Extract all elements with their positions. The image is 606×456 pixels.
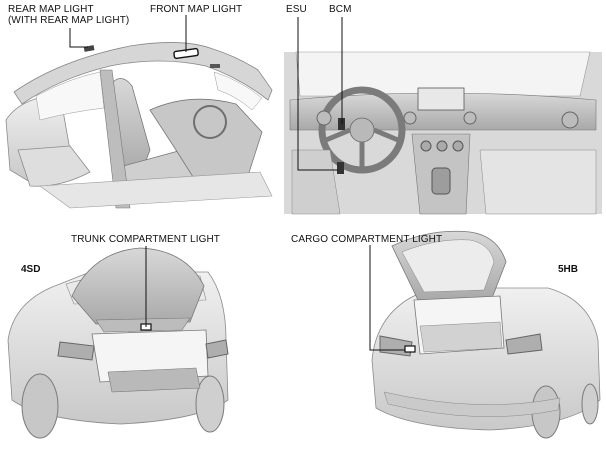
- leader-cargo-compartment-light: [369, 245, 405, 351]
- front-map-light-label: FRONT MAP LIGHT: [150, 4, 243, 15]
- cabin-interior-illustration: [5, 42, 273, 209]
- trunk-compartment-light-label: TRUNK COMPARTMENT LIGHT: [71, 234, 220, 245]
- sedan-rear-illustration: [7, 247, 229, 439]
- rear-map-light-title: REAR MAP LIGHT: [8, 4, 94, 15]
- leader-esu: [297, 17, 338, 171]
- leader-rear-map-light: [69, 28, 88, 48]
- sedan-tag: 4SD: [21, 264, 41, 275]
- bcm-label: BCM: [329, 4, 352, 15]
- rear-map-light-label: REAR MAP LIGHT (WITH REAR MAP LIGHT): [8, 4, 129, 26]
- leader-lines: [69, 15, 405, 351]
- rear-map-light-note: (WITH REAR MAP LIGHT): [8, 15, 130, 26]
- hatchback-rear-illustration: [371, 230, 601, 439]
- cargo-compartment-light-label: CARGO COMPARTMENT LIGHT: [291, 234, 443, 245]
- hatchback-tag: 5HB: [558, 264, 579, 275]
- esu-label: ESU: [286, 4, 307, 15]
- dashboard-illustration: [284, 51, 602, 215]
